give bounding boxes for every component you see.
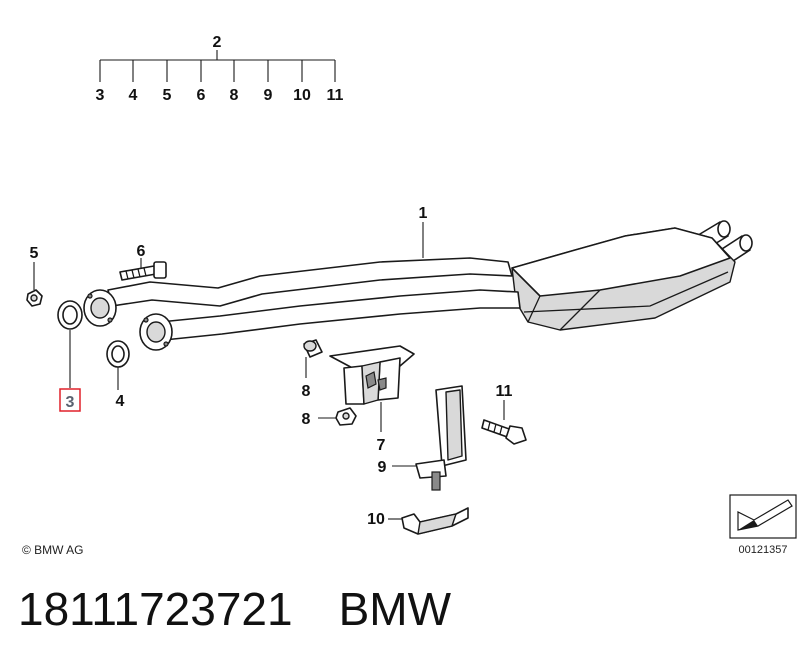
clamp <box>401 507 469 535</box>
group-member-label: 6 <box>197 87 206 104</box>
callout-gasket-ring-right: 4 <box>116 393 125 410</box>
group-member-label: 11 <box>327 87 344 104</box>
view-indicator-icon <box>729 494 797 539</box>
callout-exhaust-pipe: 1 <box>419 205 428 222</box>
nut-left <box>26 289 43 307</box>
exhaust-pipe <box>83 220 753 351</box>
group-bracket <box>99 50 336 82</box>
bolt-top <box>119 261 167 281</box>
image-code: 00121357 <box>739 544 788 556</box>
callout-nut-left: 5 <box>30 245 39 262</box>
bolt-right <box>481 419 527 445</box>
gasket-ring-left <box>57 300 83 330</box>
highlight-box <box>59 388 81 412</box>
callout-rubber-mount: 8 <box>302 383 311 400</box>
group-label: 2 <box>213 34 222 51</box>
group-member-label: 10 <box>293 87 311 104</box>
callout-hanger: 9 <box>378 459 387 476</box>
callout-clamp: 10 <box>367 511 385 528</box>
flange-lower <box>139 313 173 351</box>
group-member-label: 4 <box>129 87 138 104</box>
callout-bolt-top: 6 <box>137 243 146 260</box>
callout-nut-bottom: 8 <box>302 411 311 428</box>
group-member-label: 9 <box>264 87 273 104</box>
rubber-mount <box>303 339 323 358</box>
group-member-label: 3 <box>96 87 105 104</box>
group-member-label: 8 <box>230 87 239 104</box>
group-member-label: 5 <box>163 87 172 104</box>
gasket-ring-right <box>106 340 130 368</box>
callout-bracket: 7 <box>377 437 386 454</box>
bracket <box>329 345 415 405</box>
callout-gasket-ring-left: 3 <box>66 394 75 411</box>
copyright-text: © BMW AG <box>22 543 84 557</box>
brand-name: BMW <box>338 583 452 635</box>
flange-upper <box>83 289 117 327</box>
hanger <box>415 385 467 491</box>
caption: 18111723721 BMW <box>18 582 451 636</box>
nut-bottom <box>335 407 357 426</box>
part-number: 18111723721 <box>18 583 293 635</box>
callout-bolt-right: 11 <box>496 383 513 400</box>
